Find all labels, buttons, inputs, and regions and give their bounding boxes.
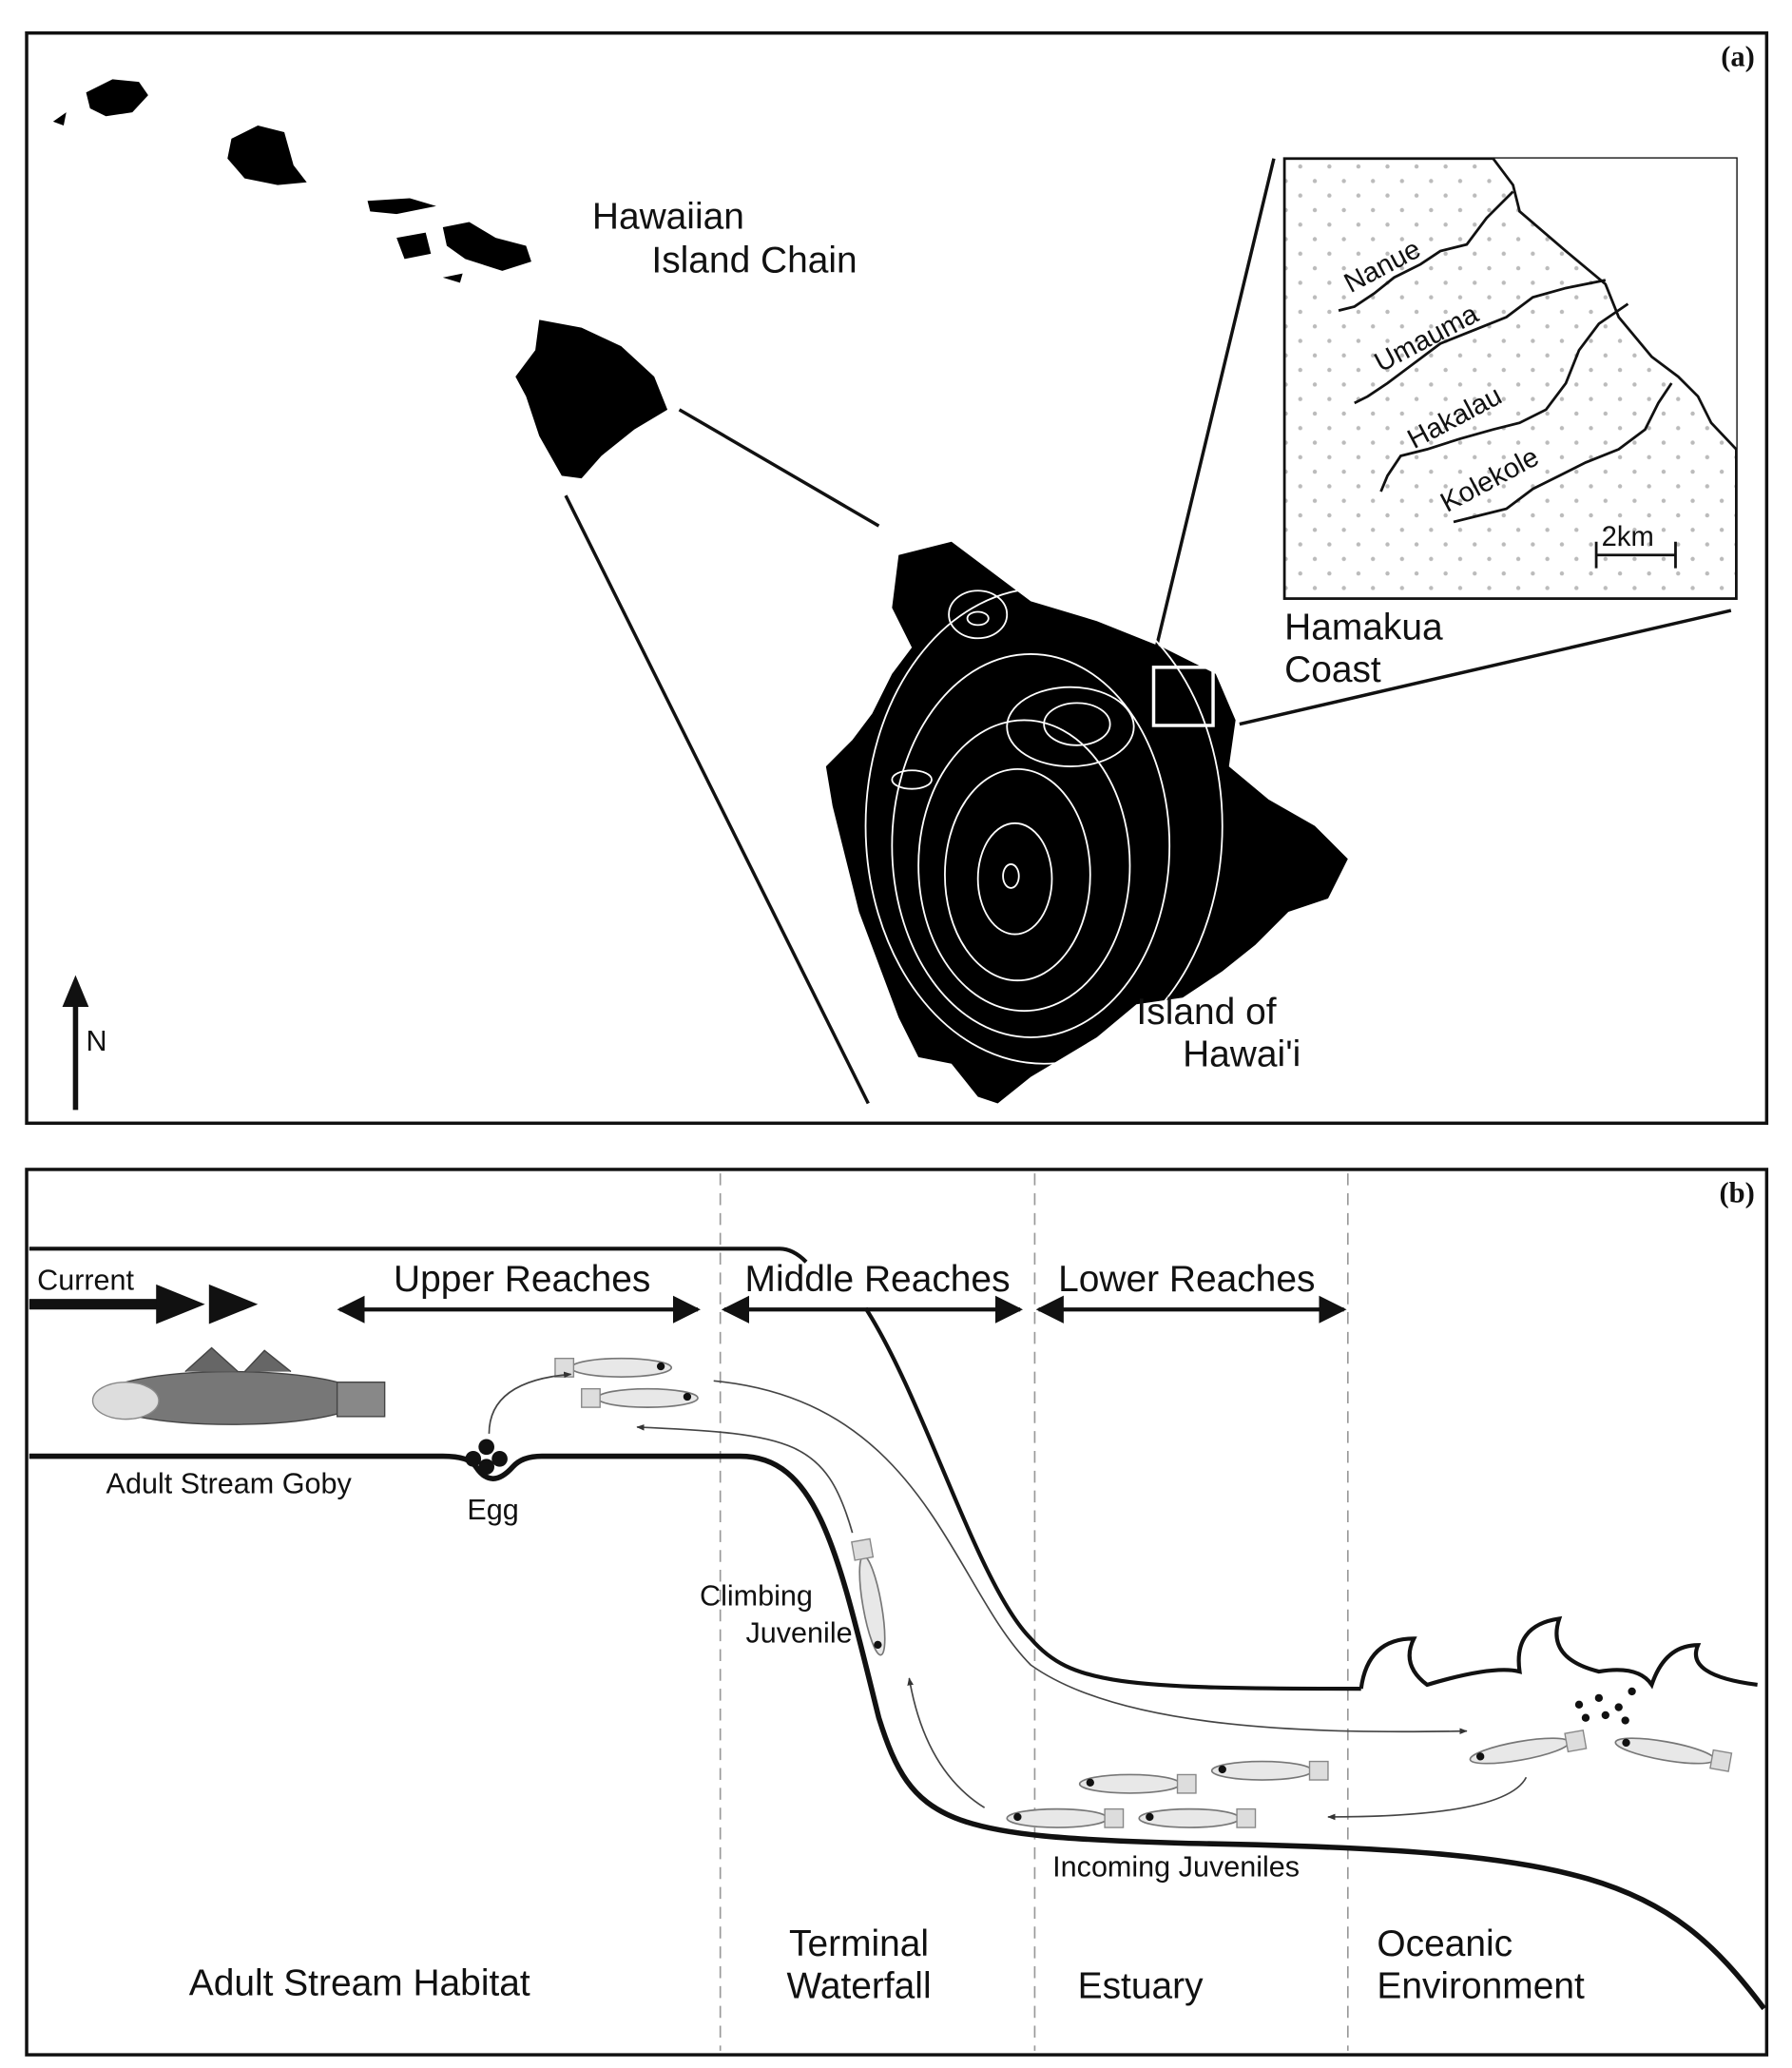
egg-label: Egg [467, 1494, 518, 1526]
scale-bar-label: 2km [1602, 522, 1654, 552]
island-chain-silhouettes [52, 79, 668, 479]
current-label: Current [37, 1264, 134, 1296]
panel-b-label: (b) [1719, 1177, 1754, 1209]
island-of-hawaii-map [825, 541, 1348, 1104]
zoom-lines [564, 158, 1732, 1105]
ocean-larvae-dots [1574, 1687, 1636, 1725]
incoming-juvenile-fish [1006, 1807, 1125, 1828]
egg-cluster-icon [465, 1439, 508, 1475]
incoming-juvenile-fish [1138, 1807, 1257, 1828]
life-cycle-arrows [488, 1371, 1528, 1821]
incoming-juvenile-fish [1078, 1773, 1197, 1794]
stream-bed [29, 1453, 1766, 2011]
incoming-juveniles-label: Incoming Juveniles [1052, 1850, 1300, 1883]
adult-goby-label: Adult Stream Goby [106, 1467, 353, 1499]
lower-reaches-label: Lower Reaches [1058, 1259, 1315, 1300]
larva-fish [554, 1357, 673, 1378]
adult-stream-habitat-label: Adult Stream Habitat [189, 1963, 530, 2004]
adult-goby-image [91, 1346, 386, 1425]
incoming-juvenile-fish [1210, 1760, 1329, 1781]
panel-b-life-cycle: (b) Current Upper Reaches Middle Reaches… [25, 1168, 1769, 2057]
stream-profile [29, 1247, 1758, 1691]
hamakua-inset-map: Nanue Umauma Hakalau Kolekole 2km [1282, 157, 1738, 600]
larva-fish [580, 1387, 699, 1408]
panel-a-label: (a) [1721, 40, 1755, 72]
panel-b-frame [25, 1168, 1769, 2057]
zone-dividers [719, 1173, 1349, 2051]
upper-reaches-label: Upper Reaches [394, 1259, 650, 1300]
estuary-label: Estuary [1078, 1965, 1204, 2006]
middle-reaches-label: Middle Reaches [745, 1259, 1011, 1300]
study-area-box [1151, 666, 1215, 727]
north-label: N [87, 1025, 107, 1057]
north-arrow-icon [62, 975, 89, 1111]
current-arrow-icon [29, 1284, 259, 1324]
